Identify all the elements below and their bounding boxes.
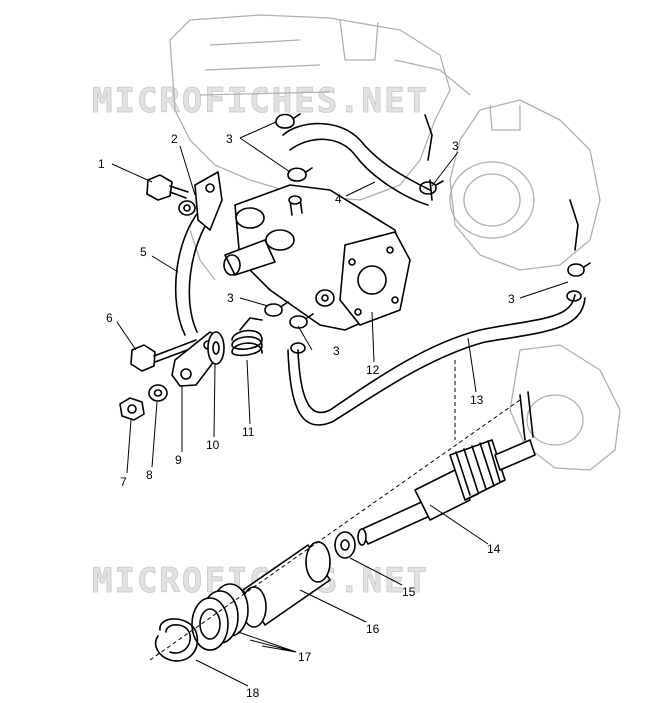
oil-hose-4 [282,122,431,206]
callout-14: 14 [487,542,501,556]
callout-9: 9 [175,453,182,467]
snap-ring-18 [154,618,199,662]
drive-shaft-14 [357,391,536,546]
callout-8: 8 [146,468,153,482]
oil-hose-13 [287,294,586,426]
washer-15 [334,531,356,559]
washer-10 [207,331,225,365]
callout-2: 2 [171,132,178,146]
spring-11 [231,317,263,357]
callout-16: 16 [366,622,380,636]
callout-10: 10 [206,438,220,452]
callout-6: 6 [106,311,113,325]
hose-fittings [290,114,582,354]
oil-hose-5 [174,209,213,336]
pump-bracket [194,171,223,231]
hose-clamps-3 [264,113,591,329]
callout-labels: 1 2 3 3 3 3 3 4 5 6 7 8 9 10 11 12 13 14… [98,132,515,700]
sleeve-16 [241,541,331,628]
alignment-lines [149,360,521,661]
callout-1: 1 [98,157,105,171]
callout-5: 5 [140,245,147,259]
callout-3: 3 [227,291,234,305]
bolt-1 [146,174,189,201]
engine-case-outline [169,14,621,471]
callout-3: 3 [508,292,515,306]
leader-lines [111,121,569,687]
washer-8 [148,384,168,402]
callout-12: 12 [366,363,380,377]
callout-17: 17 [298,650,312,664]
washer-2 [178,200,196,216]
callout-13: 13 [470,393,484,407]
callout-4: 4 [335,192,342,206]
callout-18: 18 [246,686,260,700]
callout-11: 11 [242,425,255,439]
watermark-top: MICROFICHES.NET [92,81,429,121]
callout-3: 3 [333,344,340,358]
callout-3: 3 [226,132,233,146]
callout-15: 15 [402,585,416,599]
callout-3: 3 [452,139,459,153]
oil-pump-12 [223,184,411,331]
callout-7: 7 [120,475,127,489]
nut-7 [119,397,145,421]
